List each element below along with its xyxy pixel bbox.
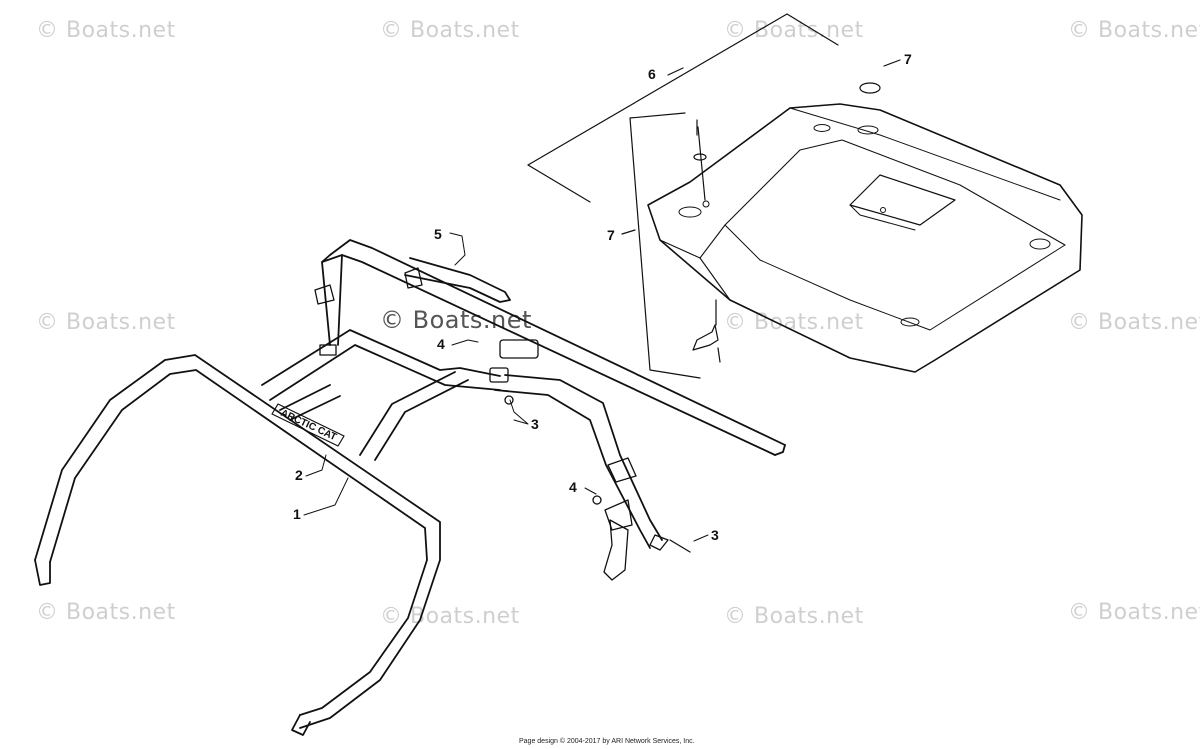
copyright-footer: Page design © 2004-2017 by ARI Network S… bbox=[519, 738, 695, 745]
watermark: © Boats.net bbox=[1068, 310, 1200, 335]
callout-7: 7 bbox=[904, 51, 912, 67]
watermark: © Boats.net bbox=[724, 604, 864, 629]
brand-plate: ARCTIC CAT bbox=[271, 403, 345, 447]
watermark: © Boats.net bbox=[380, 18, 520, 43]
roll-cage bbox=[34, 239, 786, 736]
brand-label: ARCTIC CAT bbox=[279, 408, 338, 443]
callout-6: 6 bbox=[648, 66, 656, 82]
clamps bbox=[314, 267, 691, 581]
watermark: © Boats.net bbox=[36, 310, 176, 335]
watermark: © Boats.net bbox=[36, 18, 176, 43]
callout-7: 7 bbox=[607, 227, 615, 243]
callout-5: 5 bbox=[434, 226, 442, 242]
callout-2: 2 bbox=[295, 467, 303, 483]
callout-3: 3 bbox=[531, 416, 539, 432]
callout-4: 4 bbox=[569, 479, 577, 495]
watermark: © Boats.net bbox=[36, 600, 176, 625]
leader-lines bbox=[527, 13, 901, 379]
watermark: © Boats.net bbox=[724, 18, 864, 43]
watermark: © Boats.net bbox=[1068, 18, 1200, 43]
roof-fasteners bbox=[692, 82, 881, 363]
roof-panel bbox=[647, 103, 1083, 373]
watermark: © Boats.net bbox=[1068, 600, 1200, 625]
callout-3: 3 bbox=[711, 527, 719, 543]
callout-leaders bbox=[303, 232, 709, 542]
callout-4: 4 bbox=[437, 336, 445, 352]
callout-1: 1 bbox=[293, 506, 301, 522]
